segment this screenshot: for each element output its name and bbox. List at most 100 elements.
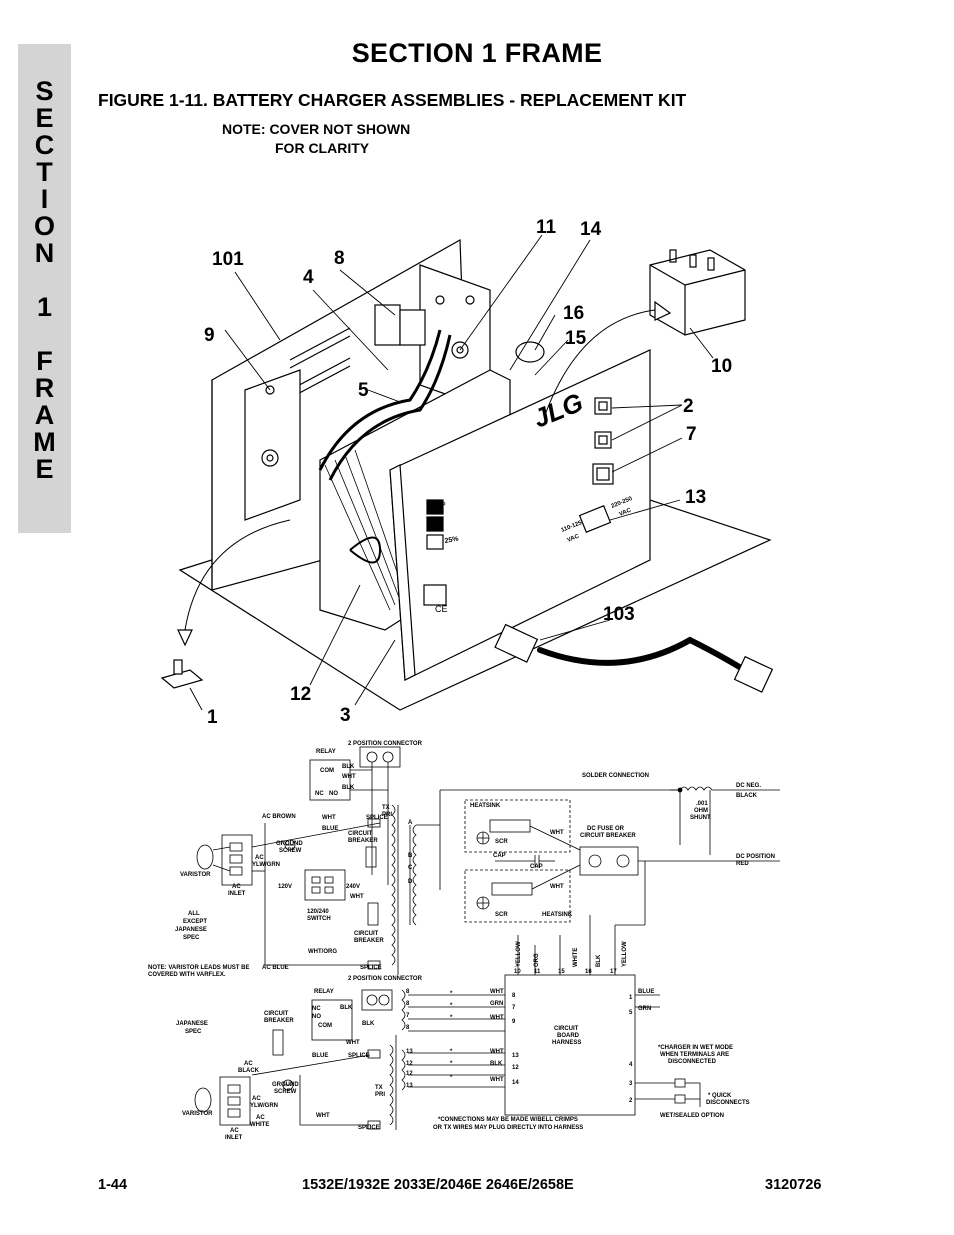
tab-letter: E (35, 454, 54, 484)
sch-wht-2: WHT (322, 815, 336, 821)
sch-all-3: JAPANESE (175, 927, 207, 933)
svg-text:CE: CE (435, 604, 448, 614)
sch-wht-7: WHT (550, 884, 564, 890)
section-title: SECTION 1 FRAME (351, 38, 603, 68)
sch-no: NO (329, 791, 338, 797)
sch-ground-2b: SCREW (274, 1089, 297, 1095)
label-25pct: 25% (444, 536, 460, 545)
callout-1: 1 (207, 707, 218, 728)
tab-letter: E (35, 103, 54, 133)
callout-15: 15 (565, 328, 587, 349)
tab-letter: T (36, 157, 53, 187)
tab-letter: F (36, 346, 53, 376)
cord-plug-end (494, 623, 539, 663)
sch-wht-1: WHT (342, 774, 356, 780)
sch-wht-6: WHT (550, 830, 564, 836)
sch-r1: 1 (629, 995, 633, 1001)
sch-splice-4: SPLICE (358, 1125, 380, 1131)
sch-b: B (408, 853, 413, 859)
sch-cb-2b: BREAKER (354, 938, 384, 944)
sch-240v: 240V (346, 884, 360, 890)
sch-blk-4: BLK (362, 1021, 375, 1027)
sch-cb-3a: CIRCUIT (264, 1011, 289, 1017)
sch-ground-2a: GROUND (272, 1082, 299, 1088)
sch-n10: 10 (514, 969, 521, 975)
sch-scr-1: SCR (495, 839, 508, 845)
wire-harness (318, 329, 452, 481)
sch-cb-1a: CIRCUIT (348, 831, 373, 837)
sch-n11: 11 (534, 969, 541, 975)
sch-ac-blue: AC BLUE (262, 965, 289, 971)
tab-letter: R (34, 373, 55, 403)
sch-splice-3: SPLICE (348, 1053, 370, 1059)
sch-n17: 17 (610, 969, 617, 975)
section-tab-letters: S E C T I O N 1 F R A M E (18, 78, 71, 483)
tab-letter: S (35, 76, 54, 106)
sch-wet-1: *CHARGER IN WET MODE (658, 1045, 733, 1051)
switch-2 (594, 431, 612, 449)
sch-inlet-1a: AC (232, 884, 241, 890)
sch-blk-5: BLK (596, 954, 602, 967)
sch-wet-2: WHEN TERMINALS ARE (660, 1052, 729, 1058)
sch-nc: NC (315, 791, 324, 797)
lamp-25 (426, 534, 444, 550)
sch-left-12b: 12 (406, 1071, 413, 1077)
sch-scr-2: SCR (495, 912, 508, 918)
sch-grn-1: GRN (490, 1001, 503, 1007)
sch-left-8b: 8 (406, 1001, 410, 1007)
sch-blue-3: BLUE (638, 989, 654, 995)
callout-3: 3 (340, 705, 351, 726)
shunt-arrow (184, 519, 291, 631)
sch-star-6: * (450, 1075, 453, 1081)
note-line-1: NOTE: COVER NOT SHOWN (222, 121, 411, 137)
sch-2pos-2: 2 POSITION CONNECTOR (348, 976, 423, 982)
sch-dcneg-2: BLACK (736, 793, 758, 799)
sch-cbh-1: CIRCUIT (554, 1026, 579, 1032)
callout-12: 12 (290, 684, 312, 705)
sch-nc-2: NC (312, 1006, 321, 1012)
sch-blue-1: BLUE (322, 826, 338, 832)
callout-2: 2 (683, 396, 694, 417)
sch-yellow-2: YELLOW (622, 941, 628, 967)
callout-13: 13 (685, 487, 707, 508)
sch-cb-2a: CIRCUIT (354, 931, 379, 937)
tab-letter: N (34, 238, 55, 268)
sch-blk-6: BLK (490, 1061, 503, 1067)
sch-r12: 12 (512, 1065, 519, 1071)
sch-cap-1: CAP (493, 853, 506, 859)
ce-label (423, 584, 447, 606)
sch-switch-2: SWITCH (307, 916, 331, 922)
sch-ac-1: AC (255, 855, 264, 861)
tab-letter (18, 321, 71, 348)
sch-no-2: NO (312, 1014, 321, 1020)
sch-ground-1b: SCREW (279, 848, 302, 854)
voltage-selector (578, 505, 612, 533)
sch-cb-1b: BREAKER (348, 838, 378, 844)
sch-r9: 9 (512, 1019, 516, 1025)
tab-letter: M (33, 427, 56, 457)
sch-tx-2: TX (375, 1085, 383, 1091)
sch-r3: 3 (629, 1081, 633, 1087)
sch-shunt-3: SHUNT (690, 815, 711, 821)
sch-shunt-2: OHM (694, 808, 708, 814)
sch-star-1: * (450, 991, 453, 997)
sch-r13: 13 (512, 1053, 519, 1059)
callout-9: 9 (204, 325, 215, 346)
sch-wht-8: WHT (490, 989, 504, 995)
sch-all-2: EXCEPT (183, 919, 207, 925)
tab-letter: 1 (36, 292, 53, 322)
sch-dcneg-1: DC NEG. (736, 783, 761, 789)
sch-japanese-2: SPEC (185, 1029, 202, 1035)
callout-16: 16 (563, 303, 585, 324)
tab-letter (18, 267, 71, 294)
switch-1 (594, 397, 612, 415)
sch-ac-brown: AC BROWN (262, 814, 296, 820)
sch-grn-2: GRN (638, 1006, 651, 1012)
sch-left-12a: 12 (406, 1061, 413, 1067)
sch-ground-1a: GROUND (276, 841, 303, 847)
charger-exploded-drawing: CE (160, 234, 774, 711)
sch-wht-11: WHT (490, 1077, 504, 1083)
ac-power-cord (537, 636, 763, 683)
sch-inlet-2a: AC (230, 1128, 239, 1134)
sch-cbh-3: HARNESS (552, 1040, 581, 1046)
